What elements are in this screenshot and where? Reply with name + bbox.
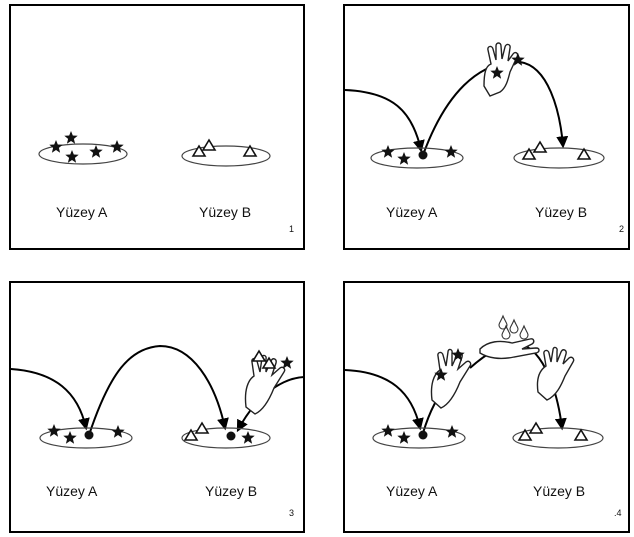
triangle-icon xyxy=(521,147,537,160)
star-icon xyxy=(280,356,294,369)
arrow-icon xyxy=(344,369,424,431)
star-icon xyxy=(65,150,79,163)
surface-b xyxy=(181,138,271,167)
landing-dot xyxy=(84,430,94,440)
star-icon xyxy=(49,140,63,153)
surface-b-label: Yüzey B xyxy=(535,204,587,220)
star-icon xyxy=(381,145,395,158)
surface-a xyxy=(370,145,464,169)
surface-b-label: Yüzey B xyxy=(199,204,251,220)
surface-b-label: Yüzey B xyxy=(533,483,585,499)
hand-icon xyxy=(244,349,294,415)
surface-a-label: Yüzey A xyxy=(386,483,438,499)
arrow-icon xyxy=(344,89,425,153)
panel-2: Yüzey A Yüzey B 2 xyxy=(343,4,630,250)
surface-b-ellipse xyxy=(512,427,604,449)
panel-number: 1 xyxy=(289,224,294,234)
hand-icon xyxy=(430,348,472,409)
surface-a-ellipse xyxy=(39,427,133,449)
surface-b xyxy=(513,140,605,169)
star-icon xyxy=(381,424,395,437)
landing-dot xyxy=(226,431,236,441)
star-icon xyxy=(490,66,504,79)
cupped-hand-icon xyxy=(479,338,540,360)
surface-b-ellipse xyxy=(181,427,271,449)
panel-frame xyxy=(343,281,630,533)
surface-b-label: Yüzey B xyxy=(205,483,257,499)
hand-icon xyxy=(536,346,575,401)
arrow-icon xyxy=(88,344,229,436)
panel-3: Yüzey A Yüzey B 3 xyxy=(9,281,305,533)
surface-a-label: Yüzey A xyxy=(46,483,98,499)
panel-4: Yüzey A Yüzey B .4 xyxy=(343,281,630,533)
star-icon xyxy=(47,424,61,437)
star-icon xyxy=(89,145,103,158)
triangle-icon xyxy=(201,138,217,151)
surface-b xyxy=(512,421,604,449)
star-icon xyxy=(397,152,411,165)
surface-b-ellipse xyxy=(181,145,271,167)
star-icon xyxy=(511,53,525,66)
triangle-icon xyxy=(183,428,199,441)
landing-dot xyxy=(418,150,428,160)
panel-frame xyxy=(343,4,630,250)
star-icon xyxy=(451,348,465,361)
surface-a xyxy=(39,424,133,449)
surface-a-label: Yüzey A xyxy=(386,204,438,220)
surface-a-ellipse xyxy=(38,143,128,165)
panel-1: Yüzey A Yüzey B 1 xyxy=(9,4,305,250)
surface-a-ellipse xyxy=(370,147,464,169)
star-icon xyxy=(445,425,459,438)
star-icon xyxy=(64,131,78,144)
panel-number: 3 xyxy=(289,508,294,518)
triangle-icon xyxy=(194,421,210,434)
surface-a xyxy=(38,131,128,165)
surface-b xyxy=(181,421,271,449)
star-icon xyxy=(444,145,458,158)
star-icon xyxy=(397,431,411,444)
triangle-icon xyxy=(251,349,267,362)
surface-a-ellipse xyxy=(372,427,466,449)
star-icon xyxy=(63,431,77,444)
triangle-icon xyxy=(532,140,548,153)
surface-a xyxy=(372,424,466,449)
triangle-icon xyxy=(261,356,277,369)
star-icon xyxy=(111,425,125,438)
triangle-icon xyxy=(191,144,207,157)
triangle-icon xyxy=(576,147,592,160)
panel-frame xyxy=(9,4,305,250)
triangle-icon xyxy=(528,421,544,434)
star-icon xyxy=(241,431,255,444)
hand-icon xyxy=(483,42,525,97)
panel-number: 2 xyxy=(619,224,624,234)
water-drop-icon xyxy=(498,314,529,340)
arrow-icon xyxy=(10,368,90,431)
star-icon xyxy=(434,368,448,381)
star-icon xyxy=(110,140,124,153)
landing-dot xyxy=(418,430,428,440)
surface-b-ellipse xyxy=(513,147,605,169)
triangle-icon xyxy=(573,428,589,441)
surface-a-label: Yüzey A xyxy=(56,204,108,220)
triangle-icon xyxy=(242,144,258,157)
panel-number: .4 xyxy=(614,508,622,518)
triangle-icon xyxy=(517,428,533,441)
